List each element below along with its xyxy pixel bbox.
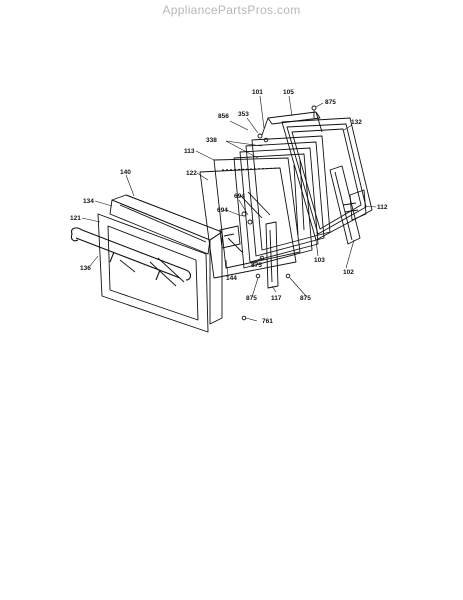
label-112: 112 [377,204,388,211]
screw [241,105,317,321]
label-875: 875 [325,99,336,106]
label-105: 105 [283,89,294,96]
label-761: 761 [262,318,273,325]
leader-lines [81,95,377,322]
side-rail [329,165,367,245]
door-handle [70,227,192,281]
door-back-frame [281,117,373,241]
hinge-bracket [219,225,241,249]
label-113: 113 [184,148,195,155]
label-102: 102 [343,269,354,276]
label-875-c: 875 [300,295,311,302]
part-labels: 101 105 875 353 856 132 338 113 122 140 … [70,89,388,325]
label-117: 117 [271,295,282,302]
label-140: 140 [120,169,131,176]
label-103: 103 [314,257,325,264]
label-875-a: 875 [251,262,262,269]
label-338: 338 [206,137,217,144]
label-122: 122 [186,170,197,177]
inner-glass-stack [233,135,331,269]
top-channel [261,111,323,136]
vertical-bracket [265,221,279,289]
label-144: 144 [226,275,237,282]
door-frame [109,194,223,325]
label-101: 101 [252,89,263,96]
label-353: 353 [238,111,249,118]
label-132: 132 [351,119,362,126]
watermark: AppliancePartsPros.com [162,3,301,17]
label-136: 136 [80,265,91,272]
label-134: 134 [83,198,94,205]
label-856: 856 [218,113,229,120]
label-121: 121 [70,215,81,222]
label-694-b: 694 [217,207,228,214]
label-875-b: 875 [246,295,257,302]
label-694-a: 694 [234,193,245,200]
